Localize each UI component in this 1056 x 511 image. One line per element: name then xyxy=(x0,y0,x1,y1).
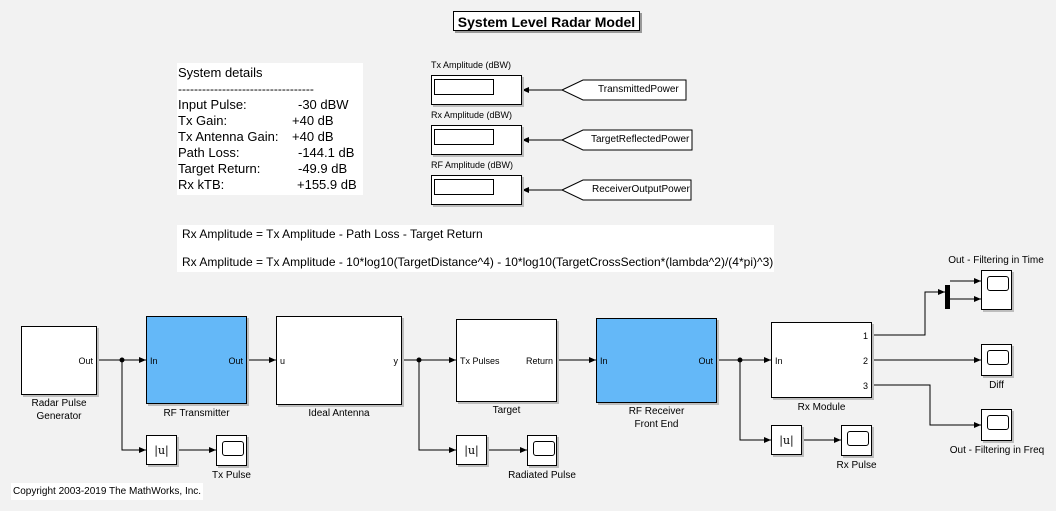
details-heading: System details xyxy=(178,65,263,80)
details-value: +155.9 dB xyxy=(297,177,357,192)
scope-label-rx-pulse: Rx Pulse xyxy=(836,460,877,471)
details-label: Tx Antenna Gain: xyxy=(178,129,279,144)
equation-line-2: Rx Amplitude = Tx Amplitude - 10*log10(T… xyxy=(182,255,774,269)
scope-label-radiated-pulse: Radiated Pulse xyxy=(508,470,576,481)
details-separator: ---------------------------------- xyxy=(178,82,314,96)
port-out: y xyxy=(393,356,399,366)
block-label: Rx Module xyxy=(797,402,846,413)
details-label: Path Loss: xyxy=(178,145,240,160)
equation-annotation: Rx Amplitude = Tx Amplitude - Path Loss … xyxy=(177,225,774,272)
details-label: Target Return: xyxy=(178,161,261,176)
port-out-2: 2 xyxy=(862,356,868,366)
rf-amplitude-display[interactable] xyxy=(431,175,522,205)
details-value: +40 dB xyxy=(292,113,334,128)
from-tag-label-reflected[interactable]: TargetReflectedPower xyxy=(591,134,690,145)
scope-icon[interactable] xyxy=(981,344,1012,376)
port-out: Out xyxy=(78,356,93,366)
scope-label-filter-time: Out - Filtering in Time xyxy=(948,255,1044,266)
from-tag-transmitted xyxy=(560,79,687,101)
block-label: RF Transmitter xyxy=(163,408,230,419)
scope-label-tx-pulse: Tx Pulse xyxy=(212,470,251,481)
scope-label-filter-freq: Out - Filtering in Freq xyxy=(949,445,1045,456)
wire-out1-mux xyxy=(872,289,945,336)
rx-amplitude-display[interactable] xyxy=(431,125,522,155)
block-label: Target xyxy=(492,405,521,416)
branch-point xyxy=(737,357,743,363)
model-title: System Level Radar Model xyxy=(453,11,640,31)
abs-block-tx[interactable]: |u| xyxy=(146,435,177,465)
scope-icon[interactable] xyxy=(527,435,557,466)
port-in: In xyxy=(150,356,158,366)
radar-pulse-generator-block[interactable]: Out xyxy=(21,326,97,395)
port-in: Tx Pulses xyxy=(460,356,500,366)
system-details-annotation: System details -------------------------… xyxy=(177,63,363,195)
from-tag-receiver xyxy=(560,179,692,201)
port-in: In xyxy=(600,356,608,366)
copyright-annotation: Copyright 2003-2019 The MathWorks, Inc. xyxy=(11,483,203,500)
block-label: Front End xyxy=(634,419,679,430)
block-label: RF Receiver xyxy=(628,406,685,417)
rf-receiver-block[interactable]: In Out xyxy=(596,318,717,403)
port-out: Out xyxy=(228,356,243,366)
port-in: u xyxy=(280,356,286,366)
from-tag-label-receiver[interactable]: ReceiverOutputPower xyxy=(592,184,690,195)
branch-point xyxy=(119,357,125,363)
wire-out3-freq xyxy=(872,384,981,428)
details-value: -144.1 dB xyxy=(298,145,355,160)
scope-icon[interactable] xyxy=(841,425,872,456)
mux-block xyxy=(945,285,950,309)
details-label: Tx Gain: xyxy=(178,113,228,128)
ideal-antenna-block[interactable]: u y xyxy=(276,316,402,405)
block-label: Generator xyxy=(36,411,82,422)
wire-branch-tx-pulse xyxy=(121,360,146,453)
rf-display-label: RF Amplitude (dBW) xyxy=(431,160,514,170)
abs-block-radiated[interactable]: |u| xyxy=(456,435,487,465)
details-value: +40 dB xyxy=(292,129,334,144)
from-tag-label-transmitted[interactable]: TransmittedPower xyxy=(598,84,679,95)
details-label: Input Pulse: xyxy=(178,97,247,112)
block-label: Radar Pulse xyxy=(31,398,87,409)
scope-icon[interactable] xyxy=(981,270,1012,310)
tx-amplitude-display[interactable] xyxy=(431,75,522,105)
tx-display-label: Tx Amplitude (dBW) xyxy=(431,60,512,70)
port-out: Return xyxy=(525,356,553,366)
abs-block-rx[interactable]: |u| xyxy=(771,425,802,455)
rf-transmitter-block[interactable]: In Out xyxy=(146,316,247,404)
from-tag-reflected xyxy=(560,129,693,151)
equation-line-1: Rx Amplitude = Tx Amplitude - Path Loss … xyxy=(182,227,483,241)
scope-icon[interactable] xyxy=(981,409,1012,441)
details-value: -30 dBW xyxy=(298,97,349,112)
branch-point xyxy=(416,357,422,363)
port-out: Out xyxy=(698,356,713,366)
wire-branch-rx-pulse xyxy=(739,360,771,443)
rx-module-block[interactable]: In 1 2 3 xyxy=(771,322,872,398)
scope-label-diff: Diff xyxy=(989,380,1004,391)
scope-icon[interactable] xyxy=(216,435,247,466)
target-block[interactable]: Tx Pulses Return xyxy=(456,319,557,402)
port-out-3: 3 xyxy=(862,381,868,391)
details-label: Rx kTB: xyxy=(178,177,225,192)
block-label: Ideal Antenna xyxy=(308,408,370,419)
port-out-1: 1 xyxy=(862,331,868,341)
details-value: -49.9 dB xyxy=(298,161,348,176)
wire-branch-radiated xyxy=(418,360,456,453)
port-in: In xyxy=(775,356,783,366)
rx-display-label: Rx Amplitude (dBW) xyxy=(431,110,513,120)
